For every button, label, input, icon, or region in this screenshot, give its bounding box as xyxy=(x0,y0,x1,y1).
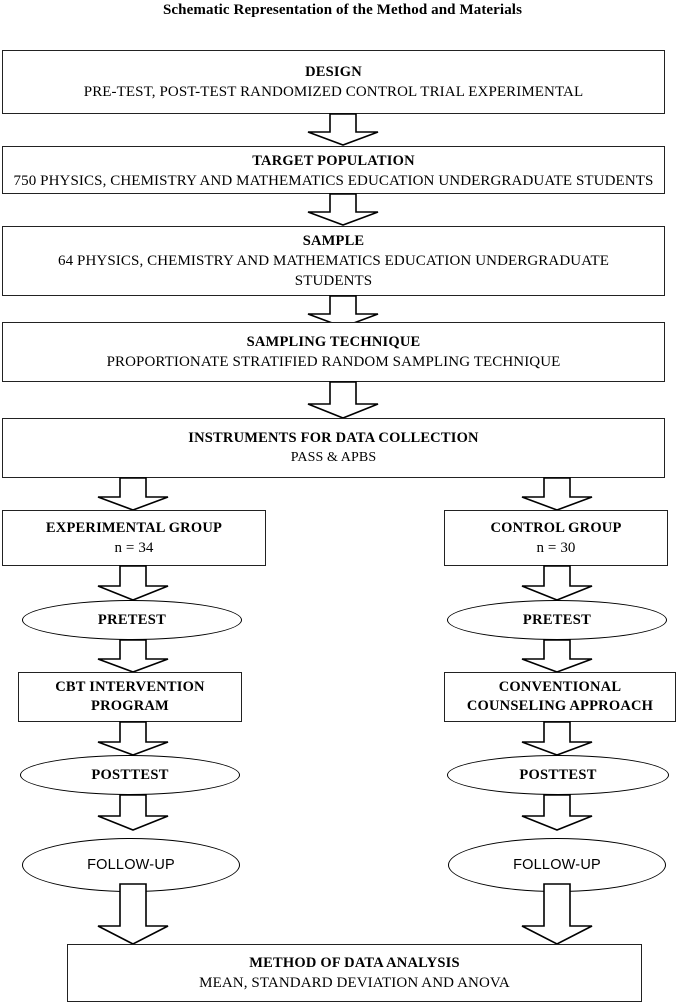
node-control-followup: FOLLOW-UP xyxy=(448,838,666,892)
node-control-group: CONTROL GROUP n = 30 xyxy=(444,510,668,566)
arrow-conventional-counseling-to-posttest xyxy=(514,721,600,756)
node-sampling-technique-body: PROPORTIONATE STRATIFIED RANDOM SAMPLING… xyxy=(106,353,561,370)
node-design-header: DESIGN xyxy=(305,63,362,80)
arrow-instruments-to-control-group xyxy=(514,477,600,511)
node-target-population-header: TARGET POPULATION xyxy=(252,153,415,169)
node-sample: SAMPLE 64 PHYSICS, CHEMISTRY AND MATHEMA… xyxy=(2,226,665,296)
arrow-target-population-to-sample xyxy=(300,193,386,226)
node-target-population-body: 750 PHYSICS, CHEMISTRY AND MATHEMATICS E… xyxy=(13,173,654,189)
arrow-experimental-followup-to-method-of-data-analysis xyxy=(90,883,176,945)
node-experimental-followup: FOLLOW-UP xyxy=(22,838,240,892)
node-control-followup-label: FOLLOW-UP xyxy=(513,857,601,873)
arrow-experimental-group-to-pretest xyxy=(90,565,176,601)
node-experimental-posttest-label: POSTTEST xyxy=(91,766,169,783)
node-sampling-technique-header: SAMPLING TECHNIQUE xyxy=(246,333,421,350)
node-experimental-group-body: n = 34 xyxy=(114,539,154,556)
node-instruments-body: PASS & APBS xyxy=(290,449,377,465)
node-control-pretest-label: PRETEST xyxy=(522,611,592,628)
arrow-design-to-target-population xyxy=(300,113,386,146)
node-instruments-header: INSTRUMENTS FOR DATA COLLECTION xyxy=(188,429,479,446)
arrow-cbt-intervention-to-posttest xyxy=(90,721,176,756)
arrow-sample-to-sampling-technique xyxy=(300,295,386,328)
node-cbt-intervention-line2: PROGRAM xyxy=(91,698,169,714)
node-experimental-group-header: EXPERIMENTAL GROUP xyxy=(45,519,223,536)
node-cbt-intervention-line1: CBT INTERVENTION xyxy=(55,679,205,695)
node-conventional-counseling-line2: COUNSELING APPROACH xyxy=(466,698,654,714)
figure-title: Schematic Representation of the Method a… xyxy=(162,2,523,18)
node-sample-body: 64 PHYSICS, CHEMISTRY AND MATHEMATICS ED… xyxy=(58,252,609,289)
node-experimental-posttest: POSTTEST xyxy=(20,755,240,795)
node-control-pretest: PRETEST xyxy=(447,600,667,640)
arrow-control-posttest-to-followup xyxy=(514,794,600,831)
arrow-control-followup-to-method-of-data-analysis xyxy=(514,883,600,945)
node-method-of-data-analysis-header: METHOD OF DATA ANALYSIS xyxy=(249,954,460,971)
arrow-control-pretest-to-conventional-counseling xyxy=(514,639,600,673)
arrow-experimental-posttest-to-followup xyxy=(90,794,176,831)
arrow-control-group-to-pretest xyxy=(514,565,600,601)
node-control-posttest: POSTTEST xyxy=(447,755,669,795)
node-sampling-technique: SAMPLING TECHNIQUE PROPORTIONATE STRATIF… xyxy=(2,322,665,382)
node-target-population: TARGET POPULATION 750 PHYSICS, CHEMISTRY… xyxy=(2,146,665,194)
node-experimental-pretest: PRETEST xyxy=(22,600,242,640)
arrow-instruments-to-experimental-group xyxy=(90,477,176,511)
node-cbt-intervention-program: CBT INTERVENTION PROGRAM xyxy=(18,672,242,722)
node-control-group-body: n = 30 xyxy=(536,539,576,556)
arrow-sampling-technique-to-instruments xyxy=(300,381,386,419)
node-instruments-for-data-collection: INSTRUMENTS FOR DATA COLLECTION PASS & A… xyxy=(2,418,665,478)
node-method-of-data-analysis-body: MEAN, STANDARD DEVIATION AND ANOVA xyxy=(199,974,510,991)
node-experimental-pretest-label: PRETEST xyxy=(97,611,167,628)
node-experimental-followup-label: FOLLOW-UP xyxy=(87,857,175,873)
node-design: DESIGN PRE-TEST, POST-TEST RANDOMIZED CO… xyxy=(2,50,665,114)
node-control-posttest-label: POSTTEST xyxy=(519,766,597,783)
node-control-group-header: CONTROL GROUP xyxy=(490,519,622,536)
node-sample-header: SAMPLE xyxy=(302,232,365,249)
node-design-body: PRE-TEST, POST-TEST RANDOMIZED CONTROL T… xyxy=(83,83,584,100)
node-experimental-group: EXPERIMENTAL GROUP n = 34 xyxy=(2,510,266,566)
arrow-experimental-pretest-to-cbt-intervention xyxy=(90,639,176,673)
node-conventional-counseling-line1: CONVENTIONAL xyxy=(498,679,622,695)
node-conventional-counseling-approach: CONVENTIONAL COUNSELING APPROACH xyxy=(444,672,676,722)
node-method-of-data-analysis: METHOD OF DATA ANALYSIS MEAN, STANDARD D… xyxy=(67,944,642,1002)
